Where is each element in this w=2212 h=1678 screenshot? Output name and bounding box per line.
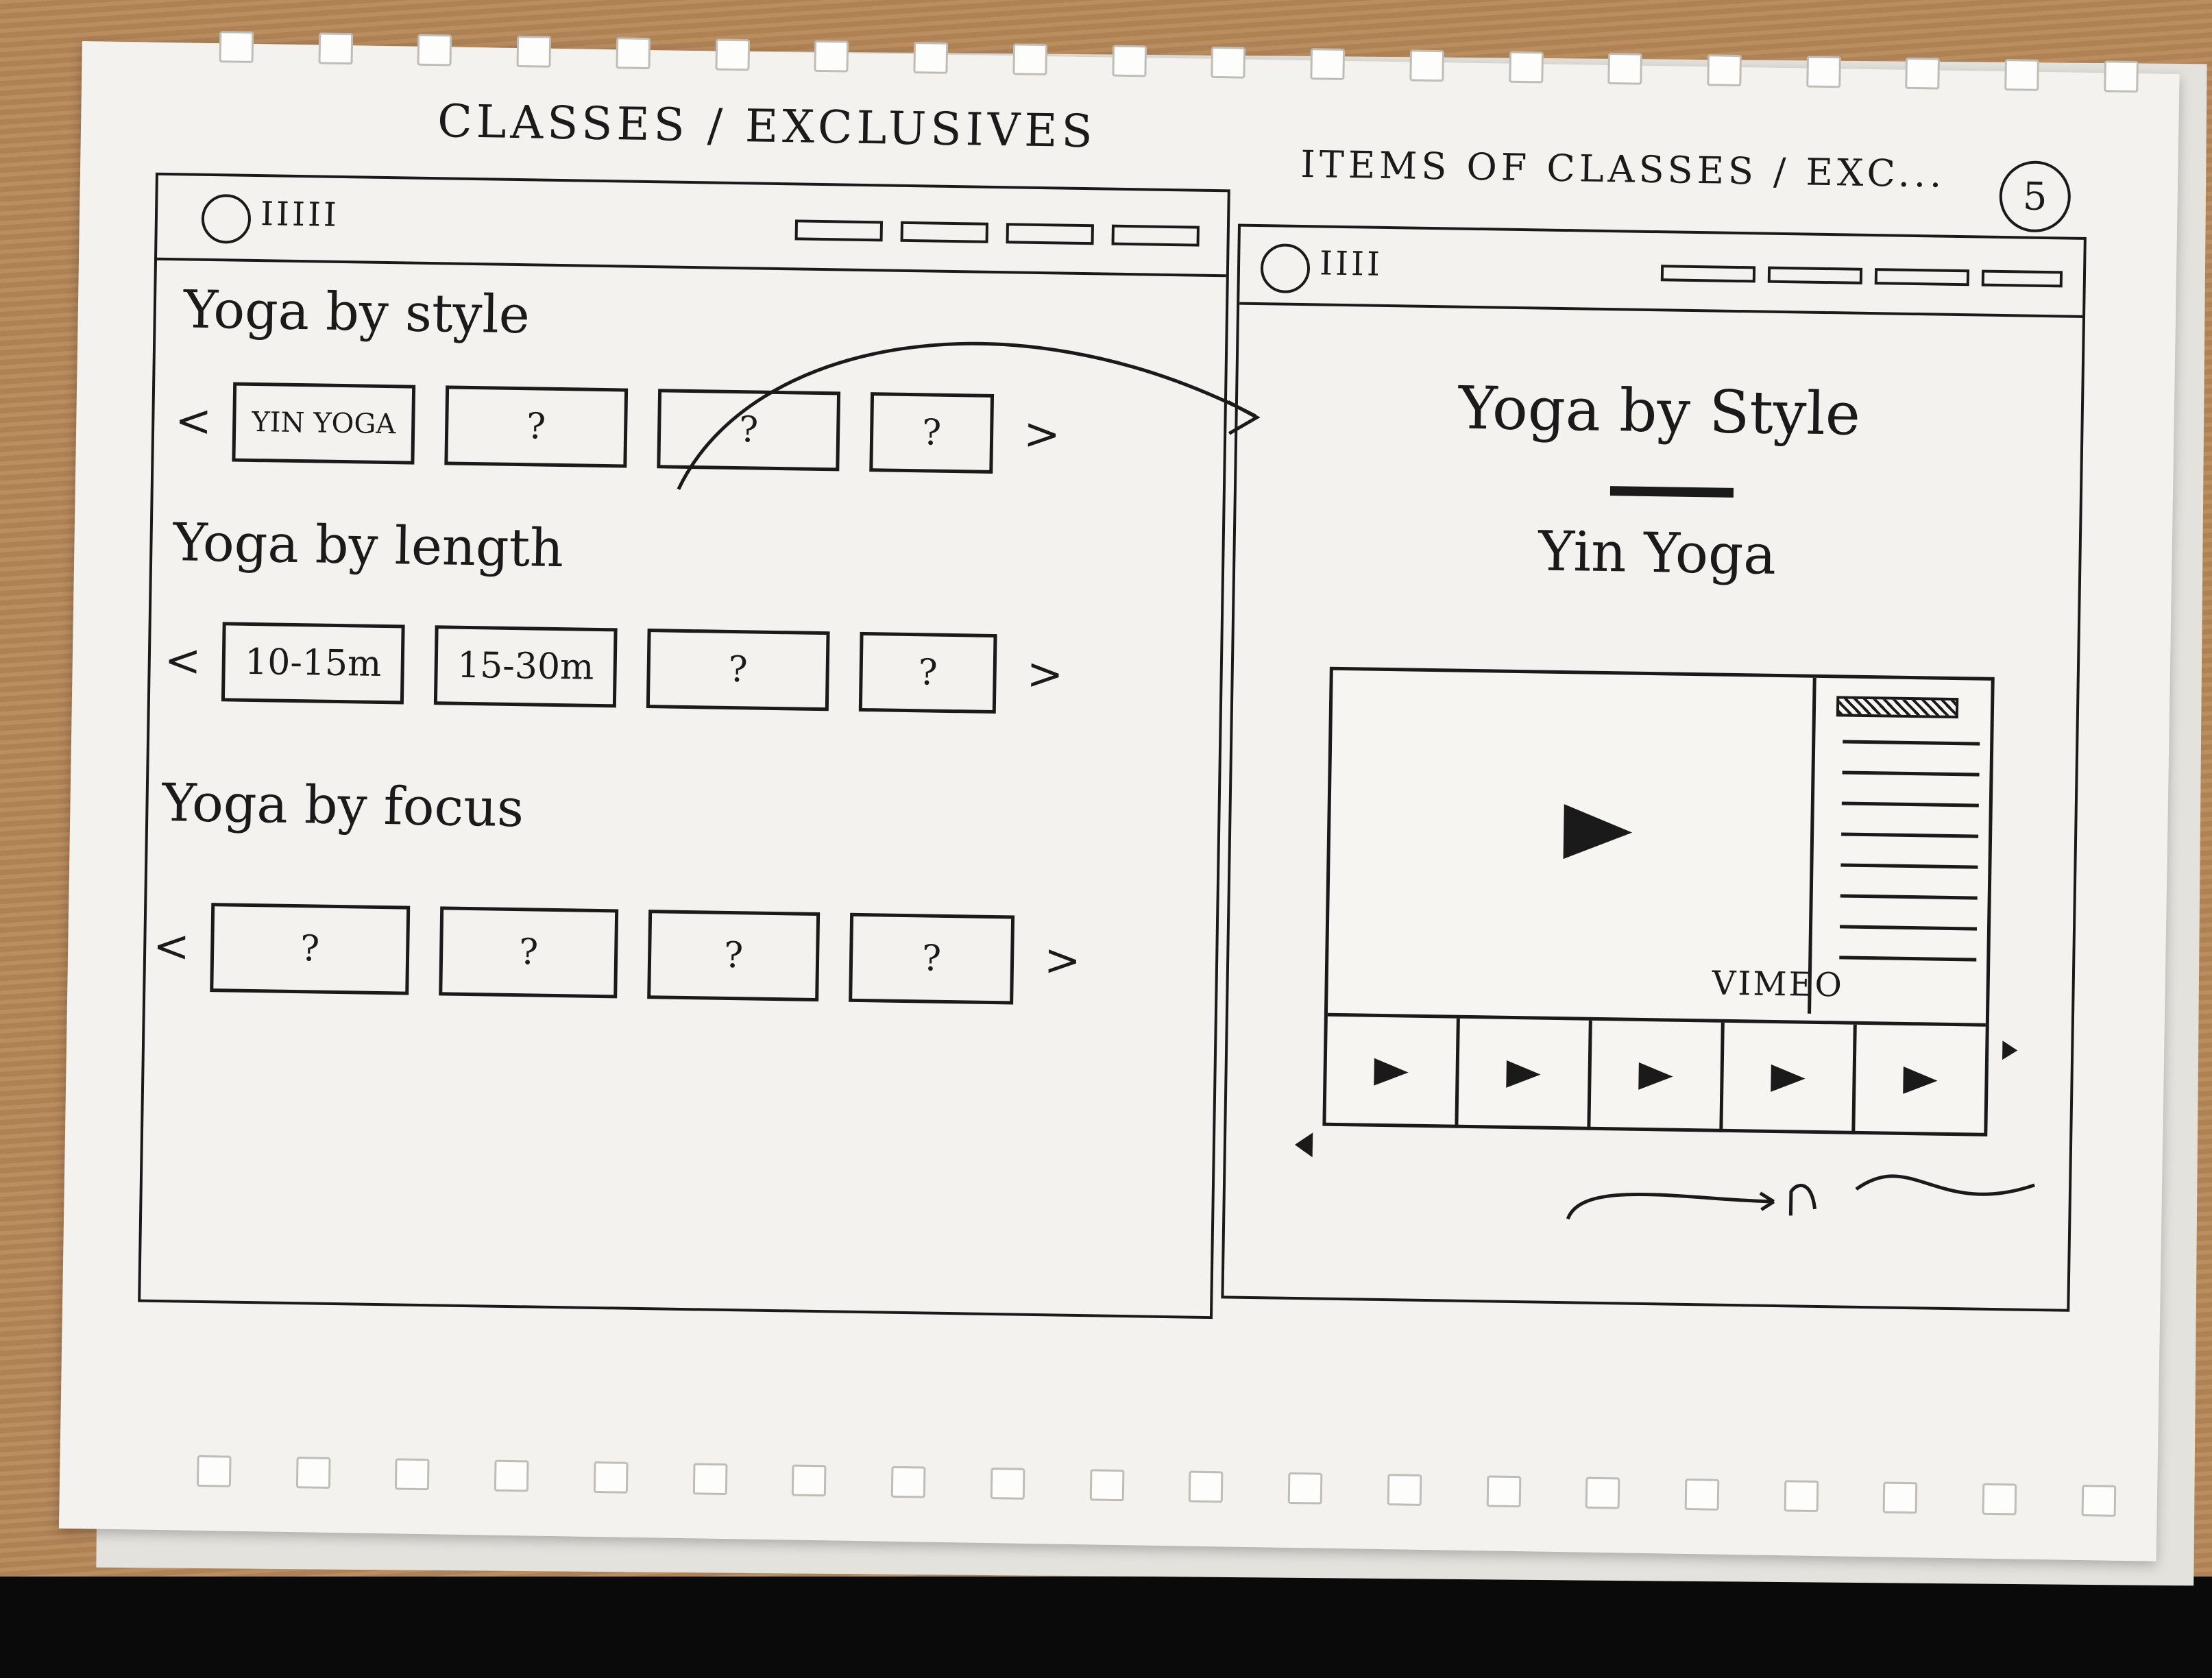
sketch-sheet: CLASSES / EXCLUSIVES IIIII Yoga by style… [58,31,2180,1561]
carousel-prev-button[interactable]: < [164,635,202,687]
logo-text: IIII [1319,244,1383,284]
play-icon [1771,1064,1806,1093]
nav-link[interactable] [1874,268,1970,287]
flow-arrow-icon [677,341,1261,490]
nav-link[interactable] [1006,223,1094,245]
play-icon[interactable] [1563,804,1633,860]
thumbnail-play-button[interactable] [1855,1025,1985,1136]
playlist-line[interactable] [1840,863,1978,869]
section-title-focus: Yoga by focus [161,771,524,839]
thumbnails-next-icon[interactable] [2002,1041,2018,1060]
carousel-next-button[interactable]: > [1026,648,1064,701]
playlist-line[interactable] [1841,832,1979,838]
thumbnail-play-button[interactable] [1723,1022,1857,1134]
card-placeholder[interactable]: ? [646,629,830,712]
video-player[interactable]: VIMEO [1322,666,1995,1136]
logo-text: IIIII [260,195,340,234]
right-screen-heading: ITEMS OF CLASSES / EXC... [1300,142,1946,196]
play-icon [1903,1066,1938,1095]
title-underline [1609,486,1734,498]
thumbnails-prev-icon[interactable] [1294,1132,1313,1158]
playlist-line[interactable] [1839,925,1978,931]
carousel-focus: < ? ? ? ? > [152,902,1082,1006]
left-navbar: IIIII [156,175,1228,278]
playlist-line[interactable] [1839,956,1977,962]
nav-link[interactable] [900,221,989,243]
play-icon [1506,1060,1541,1089]
carousel-prev-button[interactable]: < [174,396,212,448]
vimeo-brand: VIMEO [1712,964,1845,1005]
nav-link[interactable] [1981,269,2063,288]
card-placeholder[interactable]: ? [858,631,997,714]
card-placeholder[interactable]: ? [647,910,821,1002]
binding-holes-bottom [196,1455,2117,1517]
nav-link[interactable] [1767,266,1863,284]
play-icon [1374,1058,1409,1086]
carousel-length: < 10-15m 15-30m ? ? > [164,621,1064,714]
card-placeholder[interactable]: ? [439,906,619,999]
nav-links [1660,265,2063,288]
playlist-header [1836,696,1959,719]
playlist-line[interactable] [1841,801,1979,807]
video-thumbnails [1326,1012,1986,1136]
nav-link[interactable] [1660,265,1756,283]
card-15-30m[interactable]: 15-30m [433,625,618,708]
section-title-length: Yoga by length [172,511,564,579]
card-10-15m[interactable]: 10-15m [221,622,405,705]
thumbnail-play-button[interactable] [1590,1020,1725,1132]
card-placeholder[interactable]: ? [444,385,629,468]
right-screen-frame: IIII Yoga by Style Yin Yoga [1221,223,2087,1312]
thumbnail-play-button[interactable] [1458,1018,1592,1130]
left-screen-heading: CLASSES / EXCLUSIVES [437,95,1097,158]
footer-squiggle-icon [1566,1174,2035,1220]
playlist-line[interactable] [1840,894,1978,900]
card-yin-yoga[interactable]: YIN YOGA [232,382,416,465]
section-title-style: Yoga by style [183,278,531,345]
carousel-prev-button[interactable]: < [152,921,191,973]
nav-link[interactable] [1111,224,1200,247]
play-icon [1638,1062,1673,1091]
right-navbar: IIII [1239,226,2084,318]
page-title: Yoga by Style [1457,374,1861,449]
page-number: 5 [1998,160,2071,233]
playlist-line[interactable] [1843,740,1980,746]
card-placeholder[interactable]: ? [849,912,1015,1005]
item-title: Yin Yoga [1538,519,1777,587]
logo-circle-icon[interactable] [201,193,252,244]
nav-links [794,219,1200,247]
logo-circle-icon[interactable] [1260,243,1311,294]
thumbnail-play-button[interactable] [1326,1016,1460,1128]
desk-dark-area [0,1577,2212,1678]
playlist-line[interactable] [1842,770,1980,777]
carousel-next-button[interactable]: > [1043,935,1082,987]
nav-link[interactable] [794,219,884,242]
card-placeholder[interactable]: ? [210,903,411,995]
